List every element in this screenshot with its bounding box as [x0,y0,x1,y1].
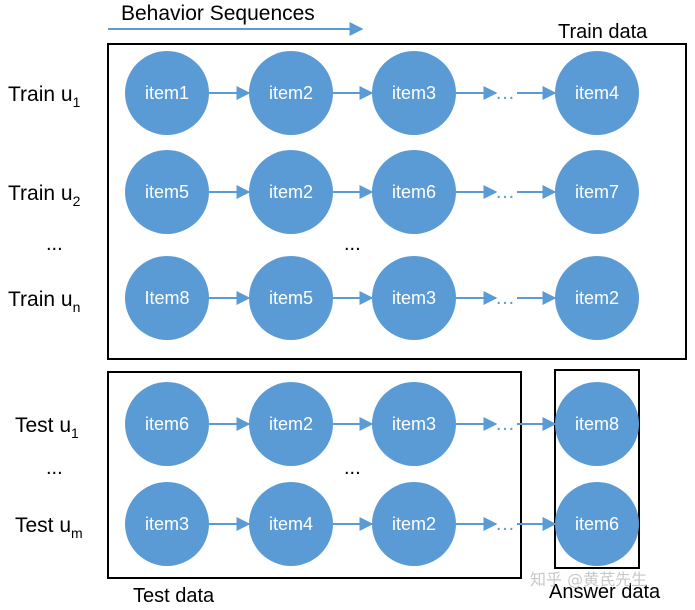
item-node-label: item5 [269,288,313,308]
item-node-circle [249,382,333,466]
item-node-circle [555,51,639,135]
sequence-ellipsis: … [495,513,515,535]
item-node: item2 [372,482,456,566]
sequence-ellipsis: … [495,413,515,435]
item-node-circle [555,382,639,466]
sequence-row: Train u1 … item1 item2 item3 item4 [8,51,639,135]
item-node-label: item6 [392,182,436,202]
item-node-label: item2 [269,414,313,434]
sequence-ellipsis: … [495,181,515,203]
item-node-circle [125,150,209,234]
item-node: Item8 [125,256,209,340]
item-node-circle [249,150,333,234]
item-node-label: item3 [145,514,189,534]
item-node: item6 [372,150,456,234]
sequence-ellipsis: … [495,287,515,309]
item-node-label: item2 [269,83,313,103]
item-node: item6 [125,382,209,466]
item-node: item7 [555,150,639,234]
item-node: item8 [555,382,639,466]
behavior-sequences-label: Behavior Sequences [121,2,315,25]
item-node-label: item2 [575,288,619,308]
item-node: item2 [249,150,333,234]
item-node: item5 [125,150,209,234]
item-node-circle [249,51,333,135]
row-label: Test u1 [15,414,79,441]
item-node: item3 [372,51,456,135]
row-label-subscript: 1 [73,94,81,110]
item-node-circle [125,51,209,135]
item-node-circle [372,482,456,566]
item-node-label: item3 [392,414,436,434]
item-node-label: item2 [269,182,313,202]
row-label: Train un [8,288,80,315]
item-node: item4 [555,51,639,135]
sequence-row: Test um … item3 item4 item2 item6 [15,482,639,566]
row-label: Train u2 [8,182,81,209]
answer-data-box [554,369,640,569]
item-node-label: item4 [575,83,619,103]
item-node: item2 [249,51,333,135]
sequence-row: Train un … Item8 item5 item3 item2 [8,256,639,340]
item-node-circle [555,482,639,566]
sequence-row: Test u1 … item6 item2 item3 item8 [15,382,639,466]
item-node: item5 [249,256,333,340]
item-node: item1 [125,51,209,135]
item-node-label: item5 [145,182,189,202]
item-node: item6 [555,482,639,566]
item-node-label: item6 [575,514,619,534]
item-node-circle [372,51,456,135]
item-node-circle [372,150,456,234]
row-label-subscript: 1 [71,425,79,441]
answer-data-label: Answer data [549,581,661,603]
item-node-circle [372,382,456,466]
train-data-label: Train data [558,21,648,43]
test-data-label: Test data [133,585,215,607]
row-label: Test um [15,514,83,541]
sequence-ellipsis: … [495,82,515,104]
item-node: item2 [249,382,333,466]
row-ellipsis-label-train: ... [46,233,63,255]
item-node-circle [555,256,639,340]
item-node-circle [125,382,209,466]
item-node-label: item6 [145,414,189,434]
item-node: item4 [249,482,333,566]
row-ellipsis-middle-test: ... [344,457,361,479]
item-node-label: item4 [269,514,313,534]
item-node-circle [555,150,639,234]
item-node-circle [249,482,333,566]
test-data-box [107,371,522,579]
sequence-row: Train u2 … item5 item2 item6 item7 [8,150,639,234]
item-node-label: Item8 [144,288,189,308]
item-node-label: item2 [392,514,436,534]
row-label-subscript: n [73,299,81,315]
item-node-label: item1 [145,83,189,103]
row-ellipsis-label-test: ... [46,457,63,479]
watermark: 知乎 @黄芪先生 [530,570,647,589]
item-node-circle [125,482,209,566]
train-data-box [107,43,687,360]
row-label-subscript: 2 [73,193,81,209]
item-node-circle [249,256,333,340]
item-node-label: item3 [392,288,436,308]
item-node: item2 [555,256,639,340]
item-node-circle [125,256,209,340]
item-node: item3 [125,482,209,566]
row-ellipsis-middle-train: ... [344,233,361,255]
row-label: Train u1 [8,83,81,110]
item-node: item3 [372,256,456,340]
item-node-circle [372,256,456,340]
item-node: item3 [372,382,456,466]
item-node-label: item7 [575,182,619,202]
row-label-subscript: m [71,525,83,541]
item-node-label: item3 [392,83,436,103]
item-node-label: item8 [575,414,619,434]
